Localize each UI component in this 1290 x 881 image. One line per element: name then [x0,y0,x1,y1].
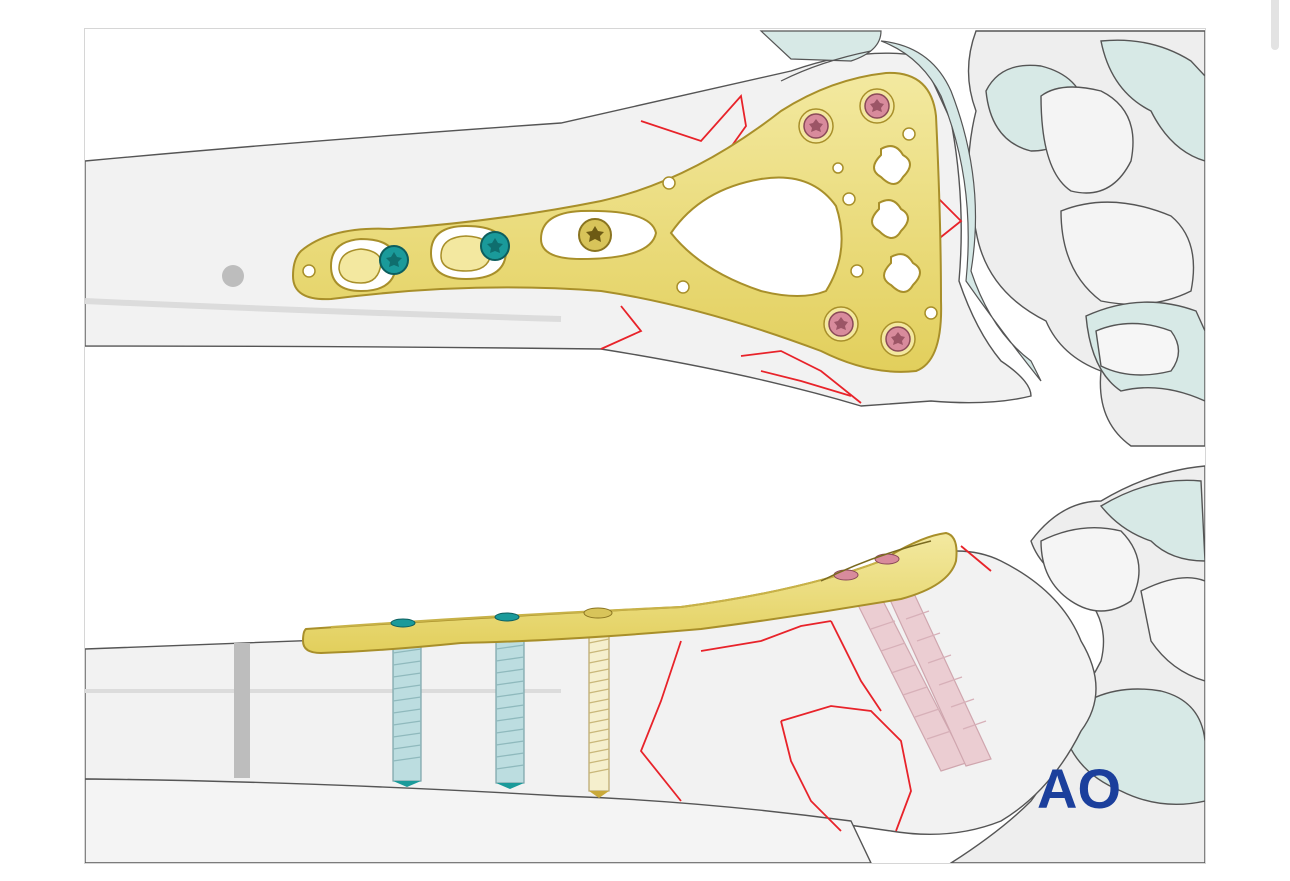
k-wire-hole [222,265,244,287]
gold-screw-head [578,218,612,252]
teal-screw-shaft-2 [495,636,525,789]
figure-frame: AO [84,28,1206,864]
ao-logo-text: AO [1037,757,1121,820]
plate-top [291,71,943,373]
teal-screw-shaft-1 [392,640,422,787]
scrollbar-thumb[interactable] [1271,0,1279,50]
k-wire-lateral [234,643,250,778]
fracture-lines-lateral [639,545,992,832]
carpal-bones-top [967,30,1205,447]
carpal-bones-lateral [949,465,1205,863]
cream-screw-shaft [588,632,610,798]
teal-screw-head-2 [480,231,510,261]
top-view [85,30,1205,447]
teal-screw-head-1 [379,245,409,275]
pink-screw-shafts [855,586,992,772]
lateral-view [85,465,1205,863]
pink-screw-heads [798,88,916,357]
ao-logo: AO [1037,757,1121,820]
illustration: AO [85,30,1205,863]
plate-lateral [301,531,958,655]
